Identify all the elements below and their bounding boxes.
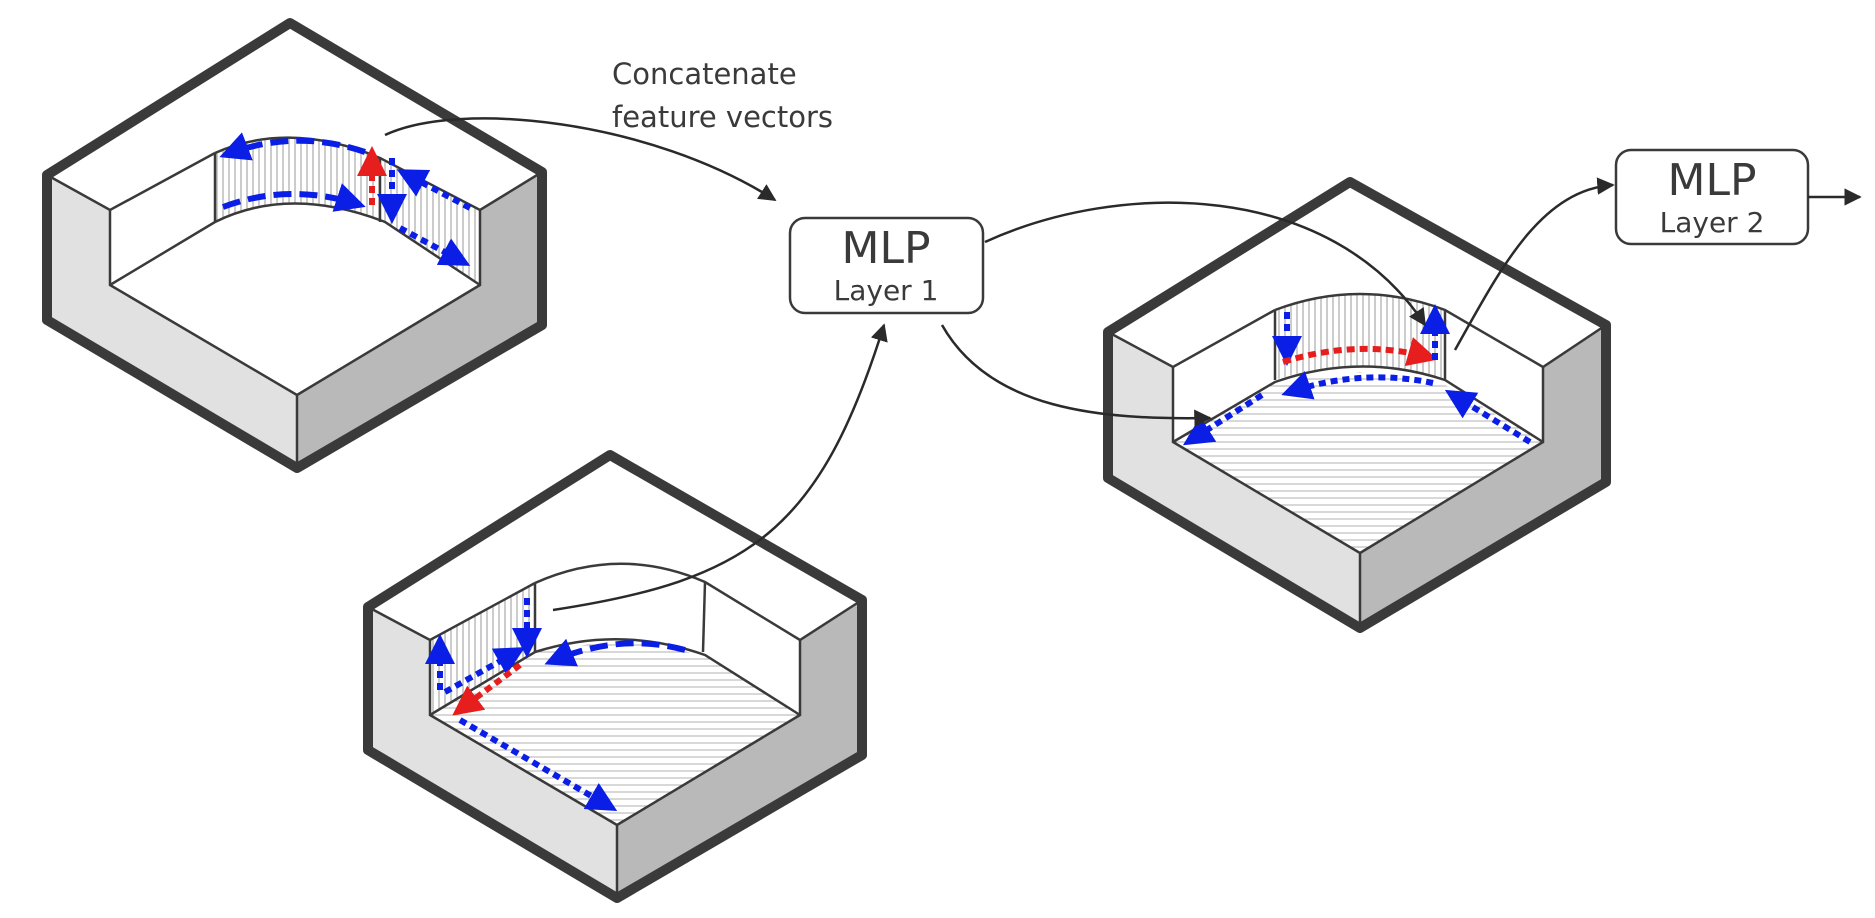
arrow-solid1-to-mlp1 xyxy=(384,117,777,202)
arrow-solid2-to-mlp1 xyxy=(552,323,888,612)
arrow-mlp1-to-solid3-top xyxy=(984,201,1427,327)
mlp-layer-1-box: MLP Layer 1 xyxy=(788,216,985,315)
solid-bottom-coedges xyxy=(425,598,686,812)
solid-bottom xyxy=(363,450,867,903)
arrow-mlp1-to-solid3-bottom xyxy=(940,324,1212,428)
mlp-layer-1-title: MLP xyxy=(841,223,930,274)
solid-top-left-coedges xyxy=(219,132,472,266)
solid-top-left-pocket-floor xyxy=(110,190,480,395)
solid-right-coedges xyxy=(1182,304,1532,446)
solid-top-left xyxy=(42,18,547,473)
solid-top-left-outline xyxy=(42,18,547,473)
mlp-layer-2-title: MLP xyxy=(1667,155,1756,206)
solid-right xyxy=(1103,177,1611,633)
concatenate-label-line-1: Concatenate xyxy=(612,57,797,91)
solid-top-left-hatched-wall xyxy=(215,137,480,285)
mlp-layer-2-subtitle: Layer 2 xyxy=(1660,206,1765,239)
solid-right-left-face xyxy=(1108,332,1360,628)
solid-bottom-pocket-floor xyxy=(430,640,800,825)
solid-right-right-face xyxy=(1360,325,1606,628)
concatenate-label-line-2: feature vectors xyxy=(612,100,833,134)
flow-arrows xyxy=(384,117,1862,612)
mlp-layer-2-box: MLP Layer 2 xyxy=(1614,148,1810,246)
arrow-solid3-to-mlp2 xyxy=(1453,177,1615,351)
solid-right-hatched-wall xyxy=(1275,294,1445,380)
solid-right-outline xyxy=(1103,177,1611,633)
solid-bottom-outline xyxy=(363,450,867,903)
solid-bottom-hatched-wall xyxy=(430,583,535,715)
mlp-layer-1-subtitle: Layer 1 xyxy=(834,274,939,307)
